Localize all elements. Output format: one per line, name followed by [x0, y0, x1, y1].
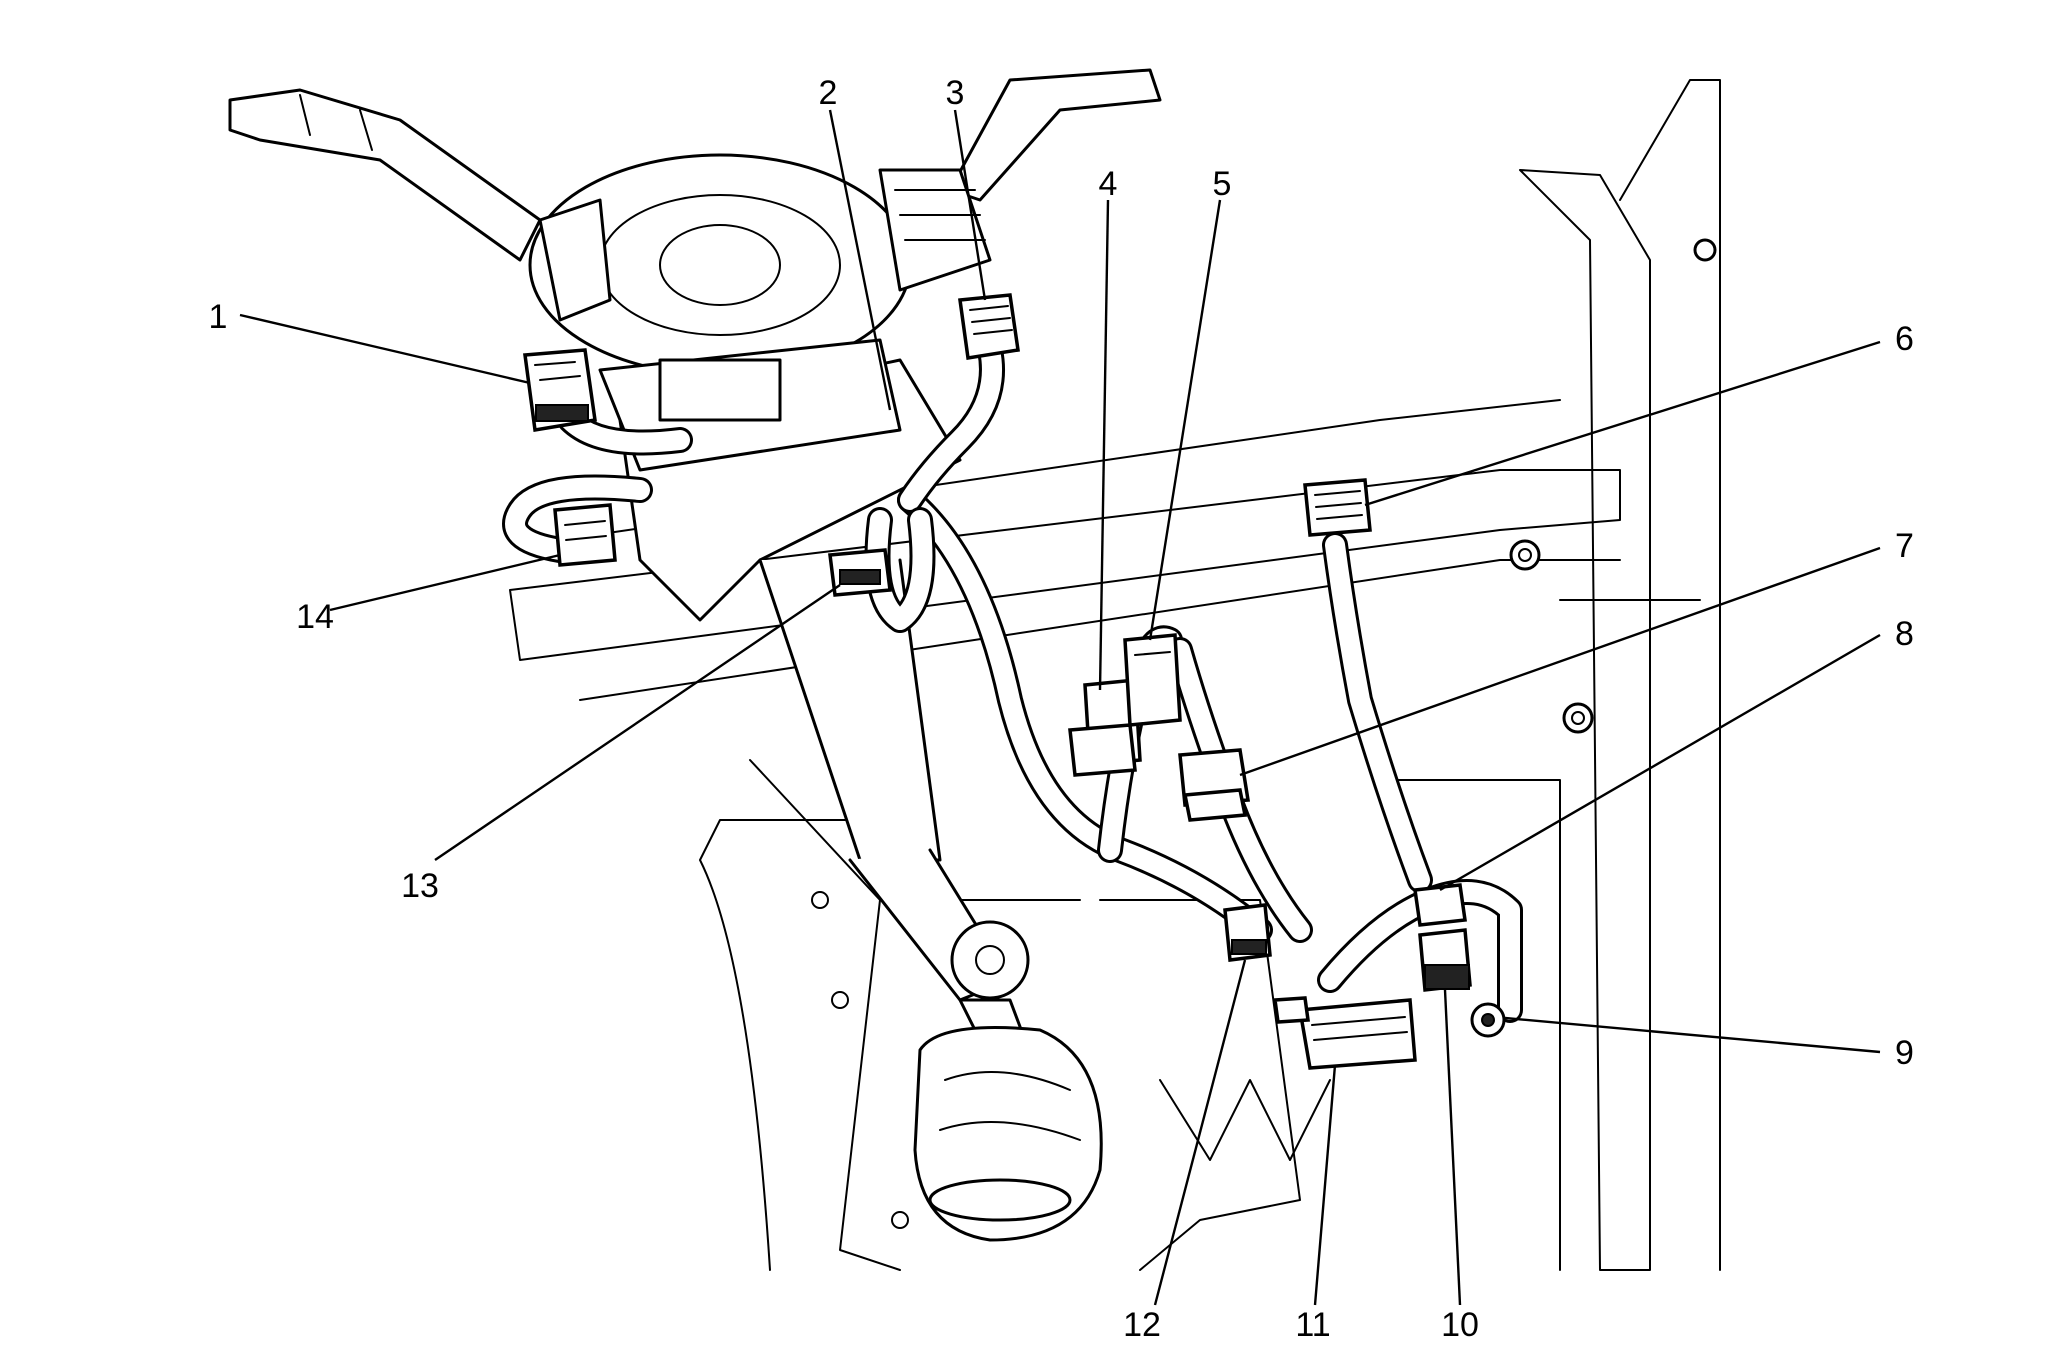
- connector-8: [1413, 883, 1467, 927]
- callout-1: 1: [209, 298, 228, 336]
- connector-3: [958, 293, 1020, 361]
- callout-12: 12: [1123, 1306, 1161, 1344]
- callout-4: 4: [1099, 165, 1118, 203]
- connector-11-dlc: [1273, 996, 1417, 1070]
- callout-2: 2: [819, 74, 838, 112]
- callout-labels: 1 2 3 4 5 6 7 8 9 10 11 12 13 14: [209, 74, 1914, 1344]
- connector-13: [828, 548, 892, 597]
- callout-13: 13: [401, 867, 439, 905]
- connector-12: [1223, 903, 1272, 962]
- connectors: [523, 293, 1506, 1070]
- connector-6: [1303, 478, 1372, 537]
- connector-10: [1418, 928, 1472, 992]
- callout-14: 14: [296, 598, 334, 636]
- callout-10: 10: [1441, 1306, 1479, 1344]
- connector-1: [523, 348, 597, 433]
- connector-5: [1123, 633, 1182, 727]
- callout-7: 7: [1895, 527, 1914, 565]
- connector-14: [553, 503, 617, 567]
- leader-lines: [239, 109, 1881, 1306]
- steering-column: [618, 358, 1103, 1271]
- callout-5: 5: [1213, 165, 1232, 203]
- wiring-harness: [502, 337, 1523, 1023]
- callout-9: 9: [1895, 1034, 1914, 1072]
- callout-11: 11: [1295, 1306, 1330, 1344]
- connector-9-ground: [1470, 1002, 1506, 1038]
- callout-8: 8: [1895, 615, 1914, 653]
- callout-6: 6: [1895, 320, 1914, 358]
- connector-4: [1068, 678, 1142, 777]
- connector-7: [1178, 748, 1251, 822]
- multifunction-switch-assembly: [228, 68, 1162, 472]
- callout-3: 3: [946, 74, 965, 112]
